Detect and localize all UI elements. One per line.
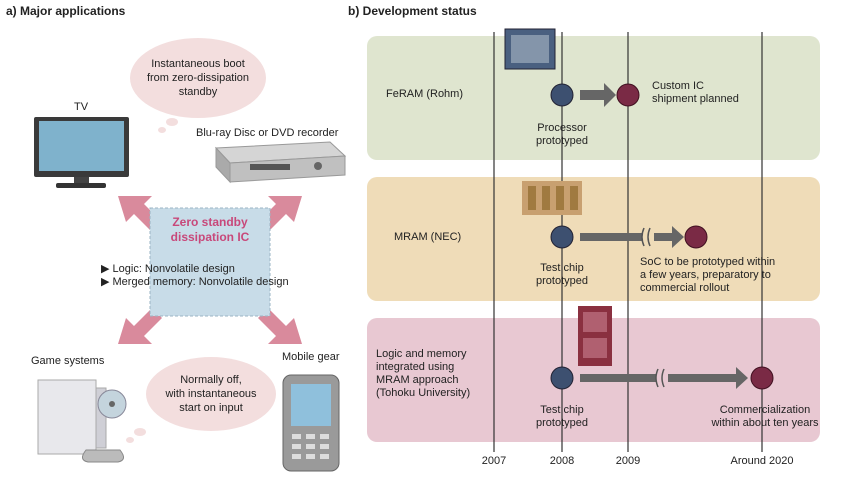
boot-bubble-line: Instantaneous boot <box>151 58 245 70</box>
row-label-line: integrated using <box>376 361 455 373</box>
center-box-line: Zero standby <box>172 215 248 229</box>
bubble-tail <box>158 127 166 133</box>
arrow-tohoku-shaft <box>580 374 656 382</box>
node-tohoku-end <box>750 366 774 390</box>
center-box <box>149 207 271 317</box>
mobile-label: Mobile gear <box>282 351 340 363</box>
start-label-line: prototyped <box>536 135 588 147</box>
bubble-tail <box>126 437 134 443</box>
recorder-icon <box>214 141 347 184</box>
start-label-feram: Processor prototyped <box>517 122 607 148</box>
end-label-line: Custom IC <box>652 80 704 92</box>
game-console-icon <box>37 379 127 463</box>
boot-bubble-line: from zero-dissipation <box>146 72 250 84</box>
arrow-tohoku-head <box>668 367 748 389</box>
boot-bubble: Instantaneous boot from zero-dissipation… <box>130 38 266 118</box>
chip-photo-mram <box>522 181 582 215</box>
break-mark <box>641 227 651 247</box>
boot-bubble-line: standby <box>178 86 218 98</box>
year-label-2009: 2009 <box>615 455 641 467</box>
year-label-2020: Around 2020 <box>730 455 794 467</box>
break-mark <box>655 368 665 388</box>
start-label-line: prototyped <box>536 275 588 287</box>
year-label-2008: 2008 <box>549 455 575 467</box>
left-illustrations <box>34 117 347 472</box>
right-panel-heading: b) Development status <box>348 4 477 18</box>
end-label-line: SoC to be prototyped within <box>640 256 776 268</box>
arrow-to-mobile <box>258 308 302 344</box>
start-label-line: prototyped <box>536 417 588 429</box>
bullet-memory: ▶ Merged memory: Nonvolatile design <box>101 276 289 288</box>
node-tohoku-start <box>550 366 574 390</box>
row-label-mram: MRAM (NEC) <box>394 231 462 243</box>
mobile-phone-icon <box>282 374 340 472</box>
row-label-feram: FeRAM (Rohm) <box>386 88 464 100</box>
bullet-logic: ▶ Logic: Nonvolatile design <box>101 263 235 275</box>
row-label-line: (Tohoku University) <box>376 387 471 399</box>
chip-photo-feram <box>504 28 556 70</box>
center-box-title: Zero standby dissipation IC <box>150 215 270 245</box>
center-box-line: dissipation IC <box>170 230 250 244</box>
tv-label: TV <box>74 101 89 113</box>
bubble-tail <box>166 118 178 126</box>
start-label-tohoku: Test chip prototyped <box>517 404 607 430</box>
game-label: Game systems <box>31 355 105 367</box>
end-label-line: shipment planned <box>652 93 739 105</box>
bullet-list: ▶ Logic: Nonvolatile design ▶ Merged mem… <box>101 263 289 289</box>
node-mram-end <box>684 225 708 249</box>
left-panel-heading: a) Major applications <box>6 4 126 18</box>
row-label-line: MRAM approach <box>376 374 459 386</box>
start-label-line: Test chip <box>540 404 584 416</box>
arrow-to-game <box>118 308 162 344</box>
end-label-feram: Custom IC shipment planned <box>652 80 739 106</box>
row-label-tohoku: Logic and memory integrated using MRAM a… <box>376 348 470 400</box>
end-label-tohoku: Commercialization within about ten years <box>700 404 830 430</box>
normally-off-line: start on input <box>179 402 243 414</box>
node-feram-end <box>616 83 640 107</box>
normally-off-line: Normally off, <box>180 374 242 386</box>
node-feram-start <box>550 83 574 107</box>
chip-photo-tohoku <box>578 306 612 366</box>
end-label-mram: SoC to be prototyped within a few years,… <box>640 256 775 295</box>
row-label-line: Logic and memory <box>376 348 467 360</box>
end-label-line: a few years, preparatory to <box>640 269 771 281</box>
year-label-2007: 2007 <box>481 455 507 467</box>
end-label-line: Commercialization <box>719 404 811 416</box>
end-label-line: within about ten years <box>711 417 819 429</box>
normally-off-line: with instantaneous <box>165 388 257 400</box>
arrow-feram <box>580 83 616 107</box>
start-label-mram: Test chip prototyped <box>517 262 607 288</box>
start-label-line: Test chip <box>540 262 584 274</box>
end-label-line: commercial rollout <box>640 282 730 294</box>
bubble-tail <box>134 428 146 436</box>
recorder-label: Blu-ray Disc or DVD recorder <box>196 127 339 139</box>
node-mram-start <box>550 225 574 249</box>
normally-off-bubble: Normally off, with instantaneous start o… <box>146 357 276 431</box>
tv-icon <box>34 117 129 188</box>
arrow-mram-head <box>654 226 684 248</box>
start-label-line: Processor <box>537 122 587 134</box>
arrow-mram-shaft <box>580 233 642 241</box>
